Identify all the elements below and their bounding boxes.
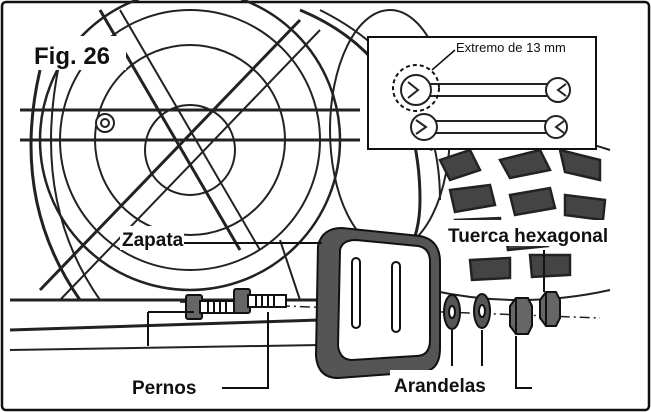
caption-leader xyxy=(431,49,456,71)
leader-tuerca-2 xyxy=(515,336,532,389)
leader-perno-2 xyxy=(222,312,269,389)
bolts xyxy=(185,288,287,320)
arandelas-backdrop xyxy=(390,370,506,396)
label-arandelas: Arandelas xyxy=(394,376,486,397)
figure-title: Fig. 26 xyxy=(34,43,110,70)
wrench-inset: Extremo de 13 mm xyxy=(367,36,597,150)
hex-nuts xyxy=(509,291,561,335)
skid-shoe xyxy=(314,226,441,380)
wrench-top-icon xyxy=(400,74,571,106)
label-pernos: Pernos xyxy=(132,378,196,399)
highlight-circle xyxy=(392,64,440,112)
label-tuerca-hexagonal: Tuerca hexagonal xyxy=(448,226,608,247)
hex-nut-1-icon xyxy=(509,297,533,335)
label-zapata: Zapata xyxy=(122,230,184,251)
washer-1-icon xyxy=(443,294,461,330)
washers xyxy=(443,293,491,330)
pernos-backdrop xyxy=(130,372,218,398)
washer-2-icon xyxy=(473,293,491,329)
tuerca-backdrop xyxy=(446,220,642,246)
bolt-2-icon xyxy=(233,288,287,314)
inset-caption: Extremo de 13 mm xyxy=(456,40,566,55)
hex-nut-2-icon xyxy=(539,291,561,327)
zapata-backdrop xyxy=(120,226,184,250)
wrench-bottom-icon xyxy=(410,113,568,141)
title-backdrop xyxy=(28,36,126,70)
bolt-1-icon xyxy=(185,294,239,320)
leader-lines xyxy=(147,242,545,389)
